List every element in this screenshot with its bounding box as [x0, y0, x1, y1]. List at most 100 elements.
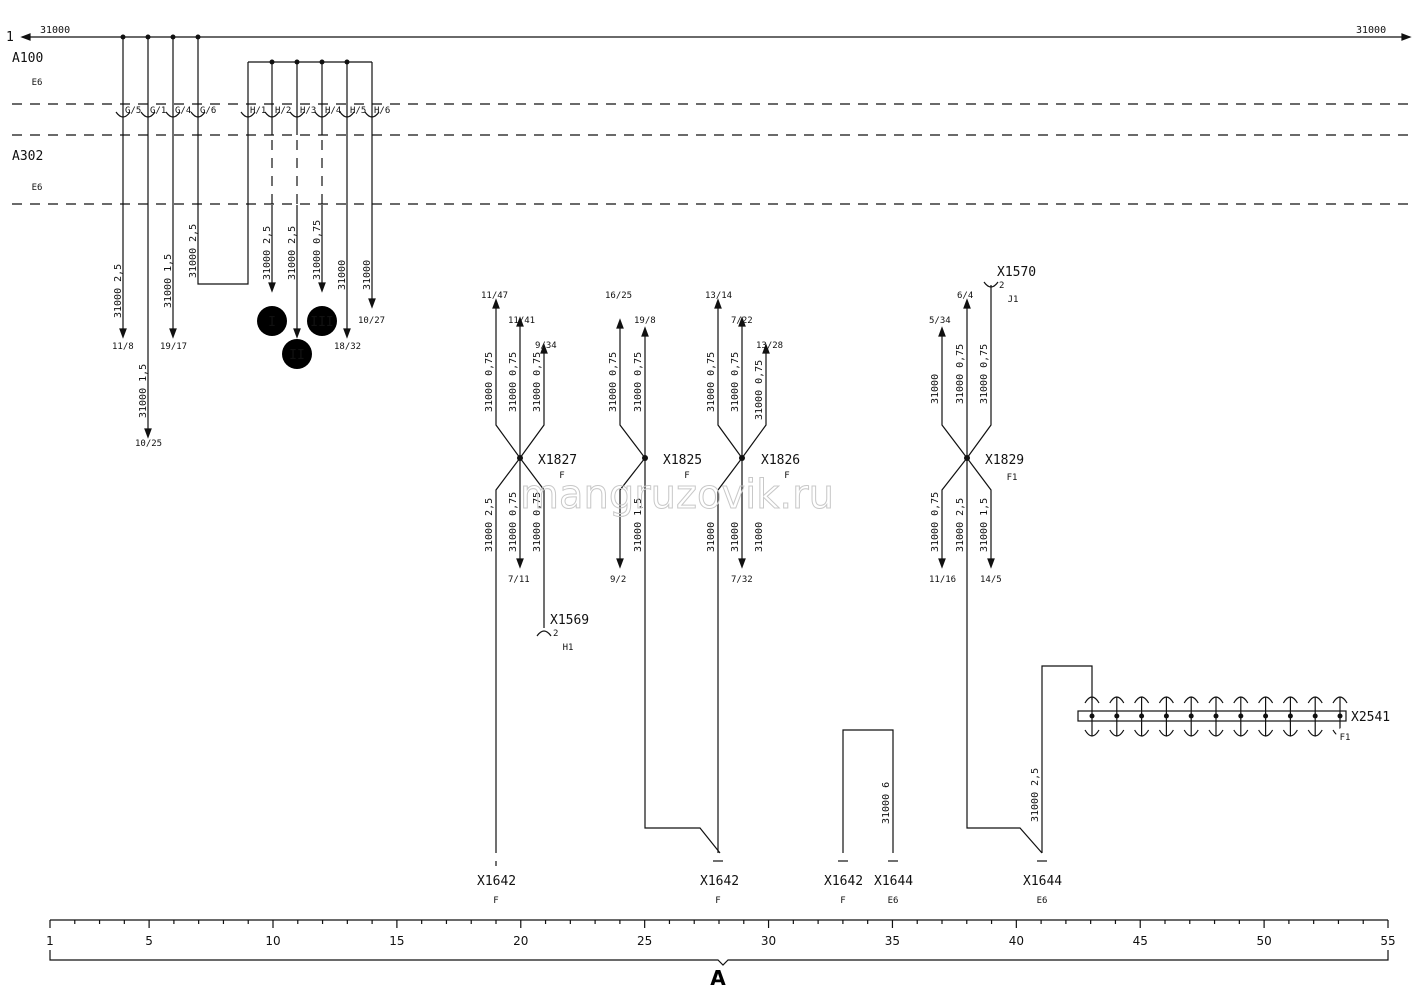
pin-label: H/3 [300, 106, 316, 116]
ground-label-2: X1642 F [700, 860, 739, 907]
ground-bus: 1 31000 31000 [6, 25, 1412, 45]
page-ref: 11/8 [112, 342, 134, 352]
svg-text:31000 0,75: 31000 0,75 [955, 344, 966, 404]
svg-text:14/5: 14/5 [980, 575, 1002, 585]
junction-name: X1827 [538, 453, 577, 468]
pin-label: G/4 [175, 106, 191, 116]
svg-text:31000: 31000 [730, 522, 741, 552]
page-ref: 7/11 [508, 575, 530, 585]
pin-label: H/5 [350, 106, 366, 116]
bus-right-label: 31000 [1356, 25, 1386, 36]
svg-text:31000 0,75: 31000 0,75 [930, 492, 941, 552]
svg-text:5/34: 5/34 [929, 316, 951, 326]
terminal-pin [1084, 696, 1100, 737]
page-ref: 11/47 [481, 291, 508, 301]
svg-text:III: III [310, 315, 333, 330]
scale-label: 40 [1009, 934, 1024, 948]
module-location: E6 [32, 78, 43, 88]
scale-label: 5 [145, 934, 153, 948]
svg-text:H1: H1 [563, 643, 574, 653]
wire-label: 31000 [337, 260, 348, 290]
ground-label-5: X1644 E6 [1023, 860, 1062, 907]
svg-text:31000 2,5: 31000 2,5 [1030, 768, 1041, 822]
connector-x1569: X1569 2 H1 [536, 613, 589, 654]
connector-x1570: X1570 2 J1 [983, 265, 1036, 307]
svg-text:F: F [784, 471, 789, 481]
svg-text:13/28: 13/28 [756, 341, 783, 351]
module-a100: A100 E6 [12, 51, 46, 90]
x2541-feed: 31000 2,5 [1030, 665, 1093, 861]
scale-label: 35 [885, 934, 900, 948]
bus-left-label: 31000 [40, 25, 70, 36]
svg-text:6/4: 6/4 [957, 291, 973, 301]
svg-text:31000 1,5: 31000 1,5 [979, 498, 990, 552]
module-location: E6 [32, 183, 43, 193]
terminal-pin [1233, 696, 1249, 737]
svg-text:7/32: 7/32 [731, 575, 753, 585]
ground-label-3: X1642 F [824, 860, 863, 907]
svg-text:31000 0,75: 31000 0,75 [706, 352, 717, 412]
svg-text:F: F [715, 896, 720, 906]
svg-text:2: 2 [999, 281, 1004, 291]
scale-label: 55 [1380, 934, 1395, 948]
svg-text:31000 0,75: 31000 0,75 [532, 352, 543, 412]
watermark: mangruzovik.ru [520, 472, 834, 518]
pin-label: H/1 [250, 106, 266, 116]
svg-text:31000 0,75: 31000 0,75 [633, 352, 644, 412]
svg-text:X1642: X1642 [700, 874, 739, 889]
svg-text:F: F [840, 896, 845, 906]
scale-label: 45 [1133, 934, 1148, 948]
svg-text:X1569: X1569 [550, 613, 589, 628]
scale-label: 15 [389, 934, 404, 948]
svg-text:F: F [493, 896, 498, 906]
terminal-pin [1158, 696, 1174, 737]
ground-loop: 31000 6 [839, 729, 897, 861]
page-ref: 10/25 [135, 439, 162, 449]
module-name: A100 [12, 51, 43, 66]
wire-label: 31000 1,5 [138, 364, 149, 418]
pin-label: G/1 [150, 106, 166, 116]
svg-text:9/2: 9/2 [610, 575, 626, 585]
svg-text:F1: F1 [1340, 733, 1351, 743]
h-pin-group: H/1 H/2 H/3 H/4 H/5 H/6 31000 2,5 31000 … [240, 59, 390, 369]
svg-text:13/14: 13/14 [705, 291, 732, 301]
pin-label: G/5 [125, 106, 141, 116]
svg-text:31000 1,5: 31000 1,5 [633, 498, 644, 552]
scale-label: 20 [513, 934, 528, 948]
svg-text:F1: F1 [1007, 473, 1018, 483]
svg-text:31000 2,5: 31000 2,5 [484, 498, 495, 552]
svg-text:31000 0,75: 31000 0,75 [730, 352, 741, 412]
scale-label: 1 [46, 934, 54, 948]
terminal-pin [1208, 696, 1224, 737]
junction-x1827: X1827 F 11/47 11/41 9/34 7/11 31000 0,75… [481, 291, 577, 861]
junction-x1826: X1826 F 13/14 7/22 13/28 7/32 31000 0,75… [705, 291, 800, 861]
wire-label: 31000 1,5 [163, 254, 174, 308]
marker-i: I [257, 306, 287, 336]
svg-text:2: 2 [553, 629, 558, 639]
svg-text:X1644: X1644 [1023, 874, 1062, 889]
svg-text:X2541: X2541 [1351, 710, 1390, 725]
page-ref: 9/34 [535, 341, 557, 351]
terminal-pin [1307, 696, 1323, 737]
wire-label: 31000 0,75 [312, 220, 323, 280]
svg-text:31000: 31000 [754, 522, 765, 552]
svg-text:X1644: X1644 [874, 874, 913, 889]
module-boundaries [12, 103, 1412, 205]
svg-text:F: F [684, 471, 689, 481]
wire-label: 31000 2,5 [188, 224, 199, 278]
svg-text:19/8: 19/8 [634, 316, 656, 326]
scale-label: 30 [761, 934, 776, 948]
pin-label: H/4 [325, 106, 341, 116]
module-name: A302 [12, 149, 43, 164]
svg-text:X1829: X1829 [985, 453, 1024, 468]
svg-text:31000 0,75: 31000 0,75 [979, 344, 990, 404]
svg-text:31000 0,75: 31000 0,75 [508, 492, 519, 552]
terminal-pin [1282, 696, 1298, 737]
svg-text:11/16: 11/16 [929, 575, 956, 585]
svg-text:F: F [559, 471, 564, 481]
svg-text:16/25: 16/25 [605, 291, 632, 301]
svg-text:X1570: X1570 [997, 265, 1036, 280]
page-ref: 18/32 [334, 342, 361, 352]
page-ref: 19/17 [160, 342, 187, 352]
